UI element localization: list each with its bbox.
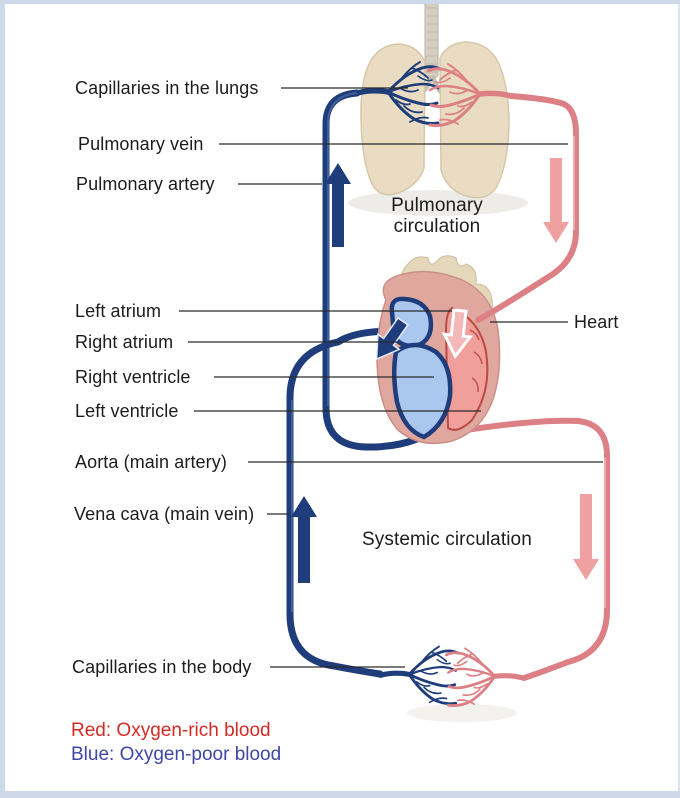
pulmonary-vein-flow-down-arrow-icon [543,158,569,243]
heart-right-ventricle [392,342,453,440]
label-capillaries-lungs: Capillaries in the lungs [75,78,259,98]
label-pulmonary-circulation: Pulmonary circulation [391,195,483,237]
frame-border-top [0,0,680,4]
label-pulmonary-vein: Pulmonary vein [78,134,204,154]
pulmonary-artery-flow-up-arrow-icon [325,163,351,247]
label-vena-cava: Vena cava (main vein) [74,504,255,524]
label-right-ventricle: Right ventricle [75,367,191,387]
label-right-atrium: Right atrium [75,332,174,352]
heart-blue-flow-arrow-icon [375,316,409,361]
legend-oxygen-rich: Red: Oxygen-rich blood [71,720,271,741]
heart-pink-flow-arrow-icon [441,308,474,360]
pulmonary-vein-vessel [475,93,579,323]
label-systemic-circulation: Systemic circulation [362,529,532,550]
label-heart: Heart [574,312,619,332]
vena-cava-flow-up-arrow-icon [291,496,317,583]
body-capillary-network [380,647,523,706]
lungs-illustration [360,41,510,199]
label-left-ventricle: Left ventricle [75,401,179,421]
aorta-flow-down-arrow-icon [573,494,599,580]
frame-border-right [678,0,680,798]
frame-border-left [0,0,5,798]
leader-lines [179,87,603,668]
pulmonary-artery-vessel [322,89,448,451]
label-pulmonary-artery: Pulmonary artery [76,174,215,194]
label-left-atrium: Left atrium [75,301,162,321]
label-aorta: Aorta (main artery) [75,452,227,472]
frame-border-bottom [0,791,680,798]
body-capillaries-shadow [407,704,517,722]
aorta-vessel [463,417,610,681]
legend-oxygen-poor: Blue: Oxygen-poor blood [71,744,282,765]
label-capillaries-body: Capillaries in the body [72,657,252,677]
